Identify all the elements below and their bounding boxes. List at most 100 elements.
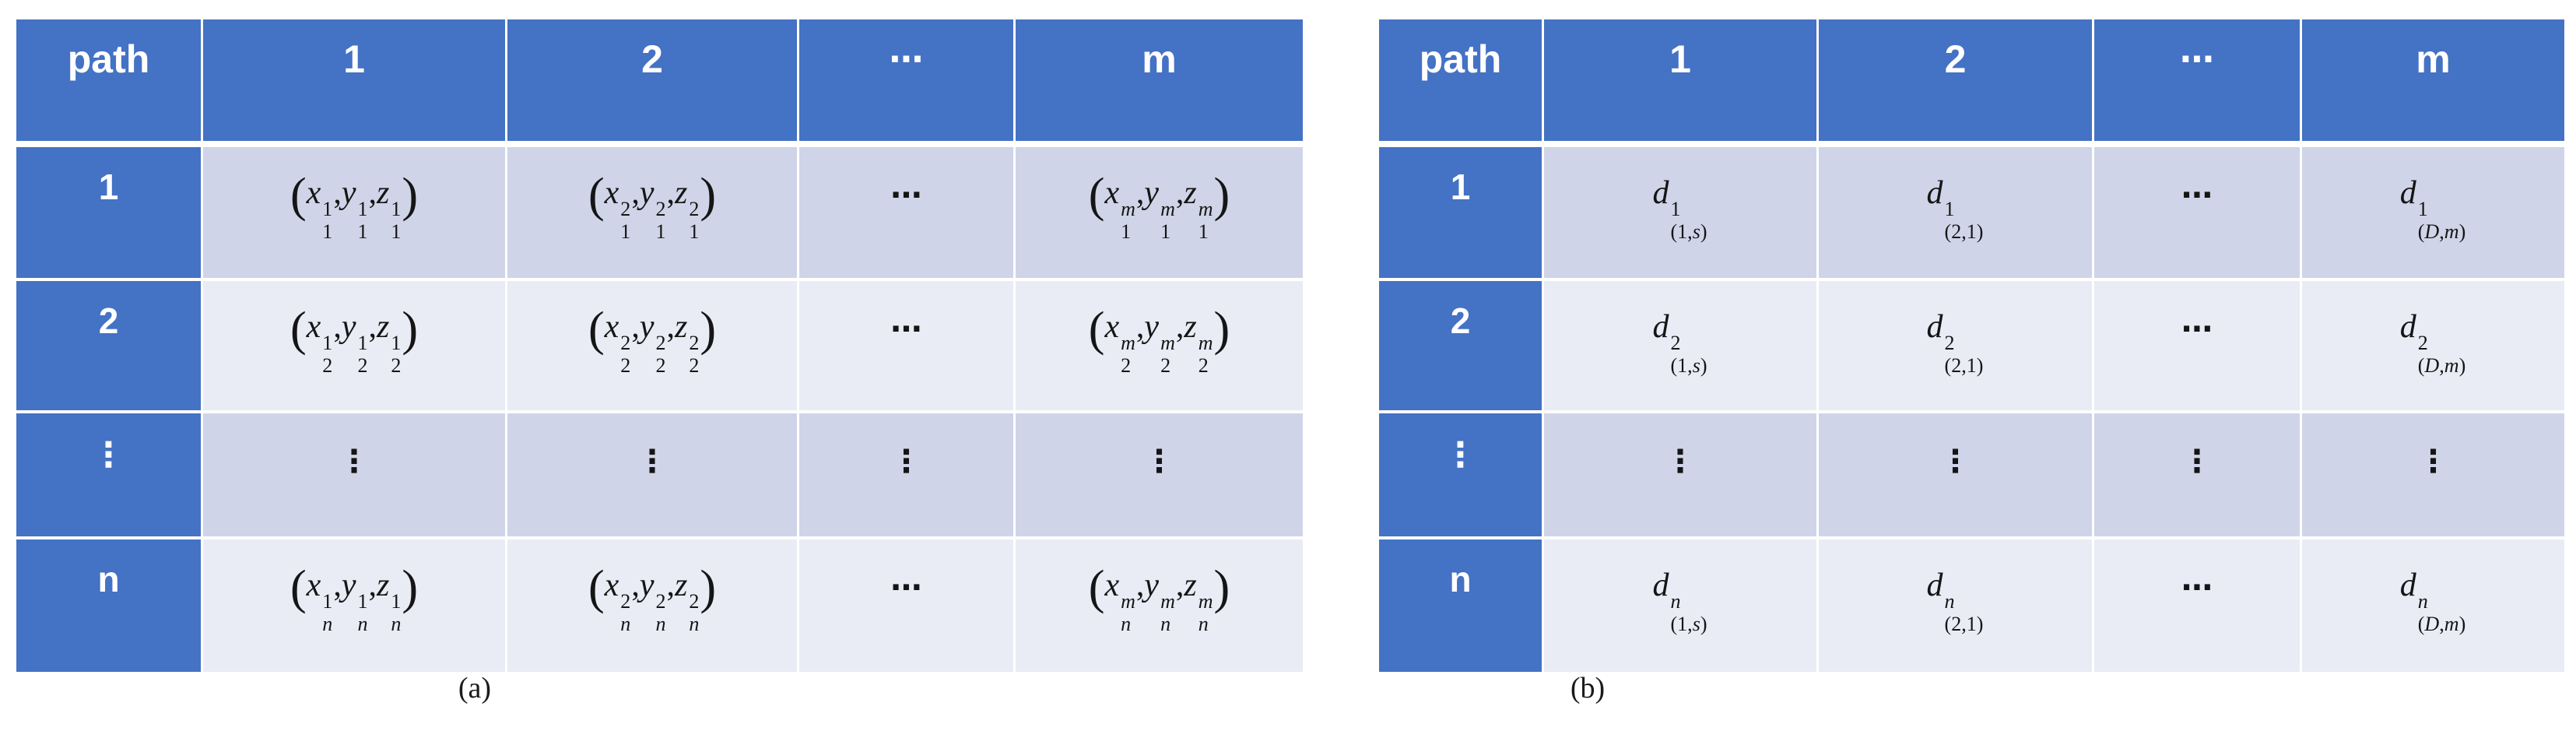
table-b-header-1: 1 (1544, 19, 1816, 144)
subscript: (1,s) (1670, 220, 1707, 244)
table-a-cell-r3-c2: ⋯ (799, 539, 1013, 672)
table-b-header-2: 2 (1819, 19, 2092, 144)
subscript: n (620, 613, 631, 636)
table-a-header-3: ⋯ (799, 19, 1013, 144)
table-b-row-label-1: 2 (1379, 281, 1542, 410)
superscript: m (1160, 198, 1175, 221)
subscript: n (357, 613, 368, 636)
superscript: 1 (322, 332, 333, 355)
subscript: 2 (1121, 354, 1132, 378)
subscript: (2,1) (1944, 354, 1984, 378)
subscript: (D,m) (2417, 354, 2466, 378)
open-paren: ( (1088, 168, 1105, 222)
subscript: 2 (1198, 354, 1209, 378)
close-paren: ) (1213, 168, 1230, 222)
superscript: 1 (391, 590, 402, 613)
table-b-cell-r0-c2: ⋯ (2094, 147, 2300, 278)
table-b-cell-r3-c2: ⋯ (2094, 539, 2300, 672)
superscript: 2 (1944, 332, 1955, 355)
superscript: m (1121, 198, 1135, 221)
table-b-row-label-2: ⋮ (1379, 413, 1542, 536)
superscript: m (1198, 590, 1213, 613)
superscript: n (2417, 590, 2428, 613)
vdots-ellipsis: ⋮ (1939, 444, 1971, 480)
superscript: 2 (620, 332, 631, 355)
subscript: 2 (357, 354, 368, 378)
subscript: n (322, 613, 333, 636)
subscript: 2 (689, 354, 700, 378)
cdots-ellipsis: ⋯ (890, 311, 922, 347)
superscript: n (1944, 590, 1955, 613)
table-b-header-3: ⋯ (2094, 19, 2300, 144)
table-b-cell-r2-c2: ⋮ (2094, 413, 2300, 536)
superscript: 2 (689, 590, 700, 613)
table-b-cell-r2-c3: ⋮ (2302, 413, 2564, 536)
superscript: 1 (322, 590, 333, 613)
open-paren: ( (588, 561, 605, 614)
vdots-ellipsis: ⋮ (1443, 435, 1478, 475)
vdots-ellipsis: ⋮ (2417, 444, 2449, 480)
cdots-ellipsis: ⋯ (890, 570, 922, 606)
subscript: n (1121, 613, 1132, 636)
table-b-cell-r2-c0: ⋮ (1544, 413, 1816, 536)
open-paren: ( (588, 168, 605, 222)
subscript: (1,s) (1670, 354, 1707, 378)
caption-a: (a) (458, 672, 492, 705)
subscript: (2,1) (1944, 220, 1984, 244)
vdots-ellipsis: ⋮ (91, 435, 126, 475)
subscript: (D,m) (2417, 220, 2466, 244)
table-b-row-label-0: 1 (1379, 147, 1542, 278)
superscript: 1 (357, 590, 368, 613)
vdots-ellipsis: ⋮ (637, 444, 668, 480)
table-a-row-label-1: 2 (16, 281, 201, 410)
subscript: 2 (322, 354, 333, 378)
superscript: 2 (620, 198, 631, 221)
superscript: 1 (322, 198, 333, 221)
cdots-ellipsis: ⋯ (889, 40, 924, 79)
superscript: m (1121, 332, 1135, 355)
table-a-cell-r2-c2: ⋮ (799, 413, 1013, 536)
close-paren: ) (1213, 561, 1230, 614)
superscript: m (1198, 198, 1213, 221)
cdots-ellipsis: ⋯ (2180, 40, 2214, 79)
superscript: 2 (655, 198, 666, 221)
open-paren: ( (290, 302, 307, 356)
superscript: 1 (357, 332, 368, 355)
superscript: 1 (391, 198, 402, 221)
table-a-row-label-2: ⋮ (16, 413, 201, 536)
superscript: 2 (655, 590, 666, 613)
cdots-ellipsis: ⋯ (2181, 177, 2213, 213)
close-paren: ) (402, 302, 419, 356)
vdots-ellipsis: ⋮ (890, 444, 922, 480)
caption-b: (b) (1570, 672, 1606, 705)
close-paren: ) (700, 561, 717, 614)
superscript: 1 (1670, 198, 1681, 221)
superscript: 1 (1944, 198, 1955, 221)
close-paren: ) (700, 168, 717, 222)
subscript: 2 (391, 354, 402, 378)
table-a-header-4: m (1016, 19, 1303, 144)
